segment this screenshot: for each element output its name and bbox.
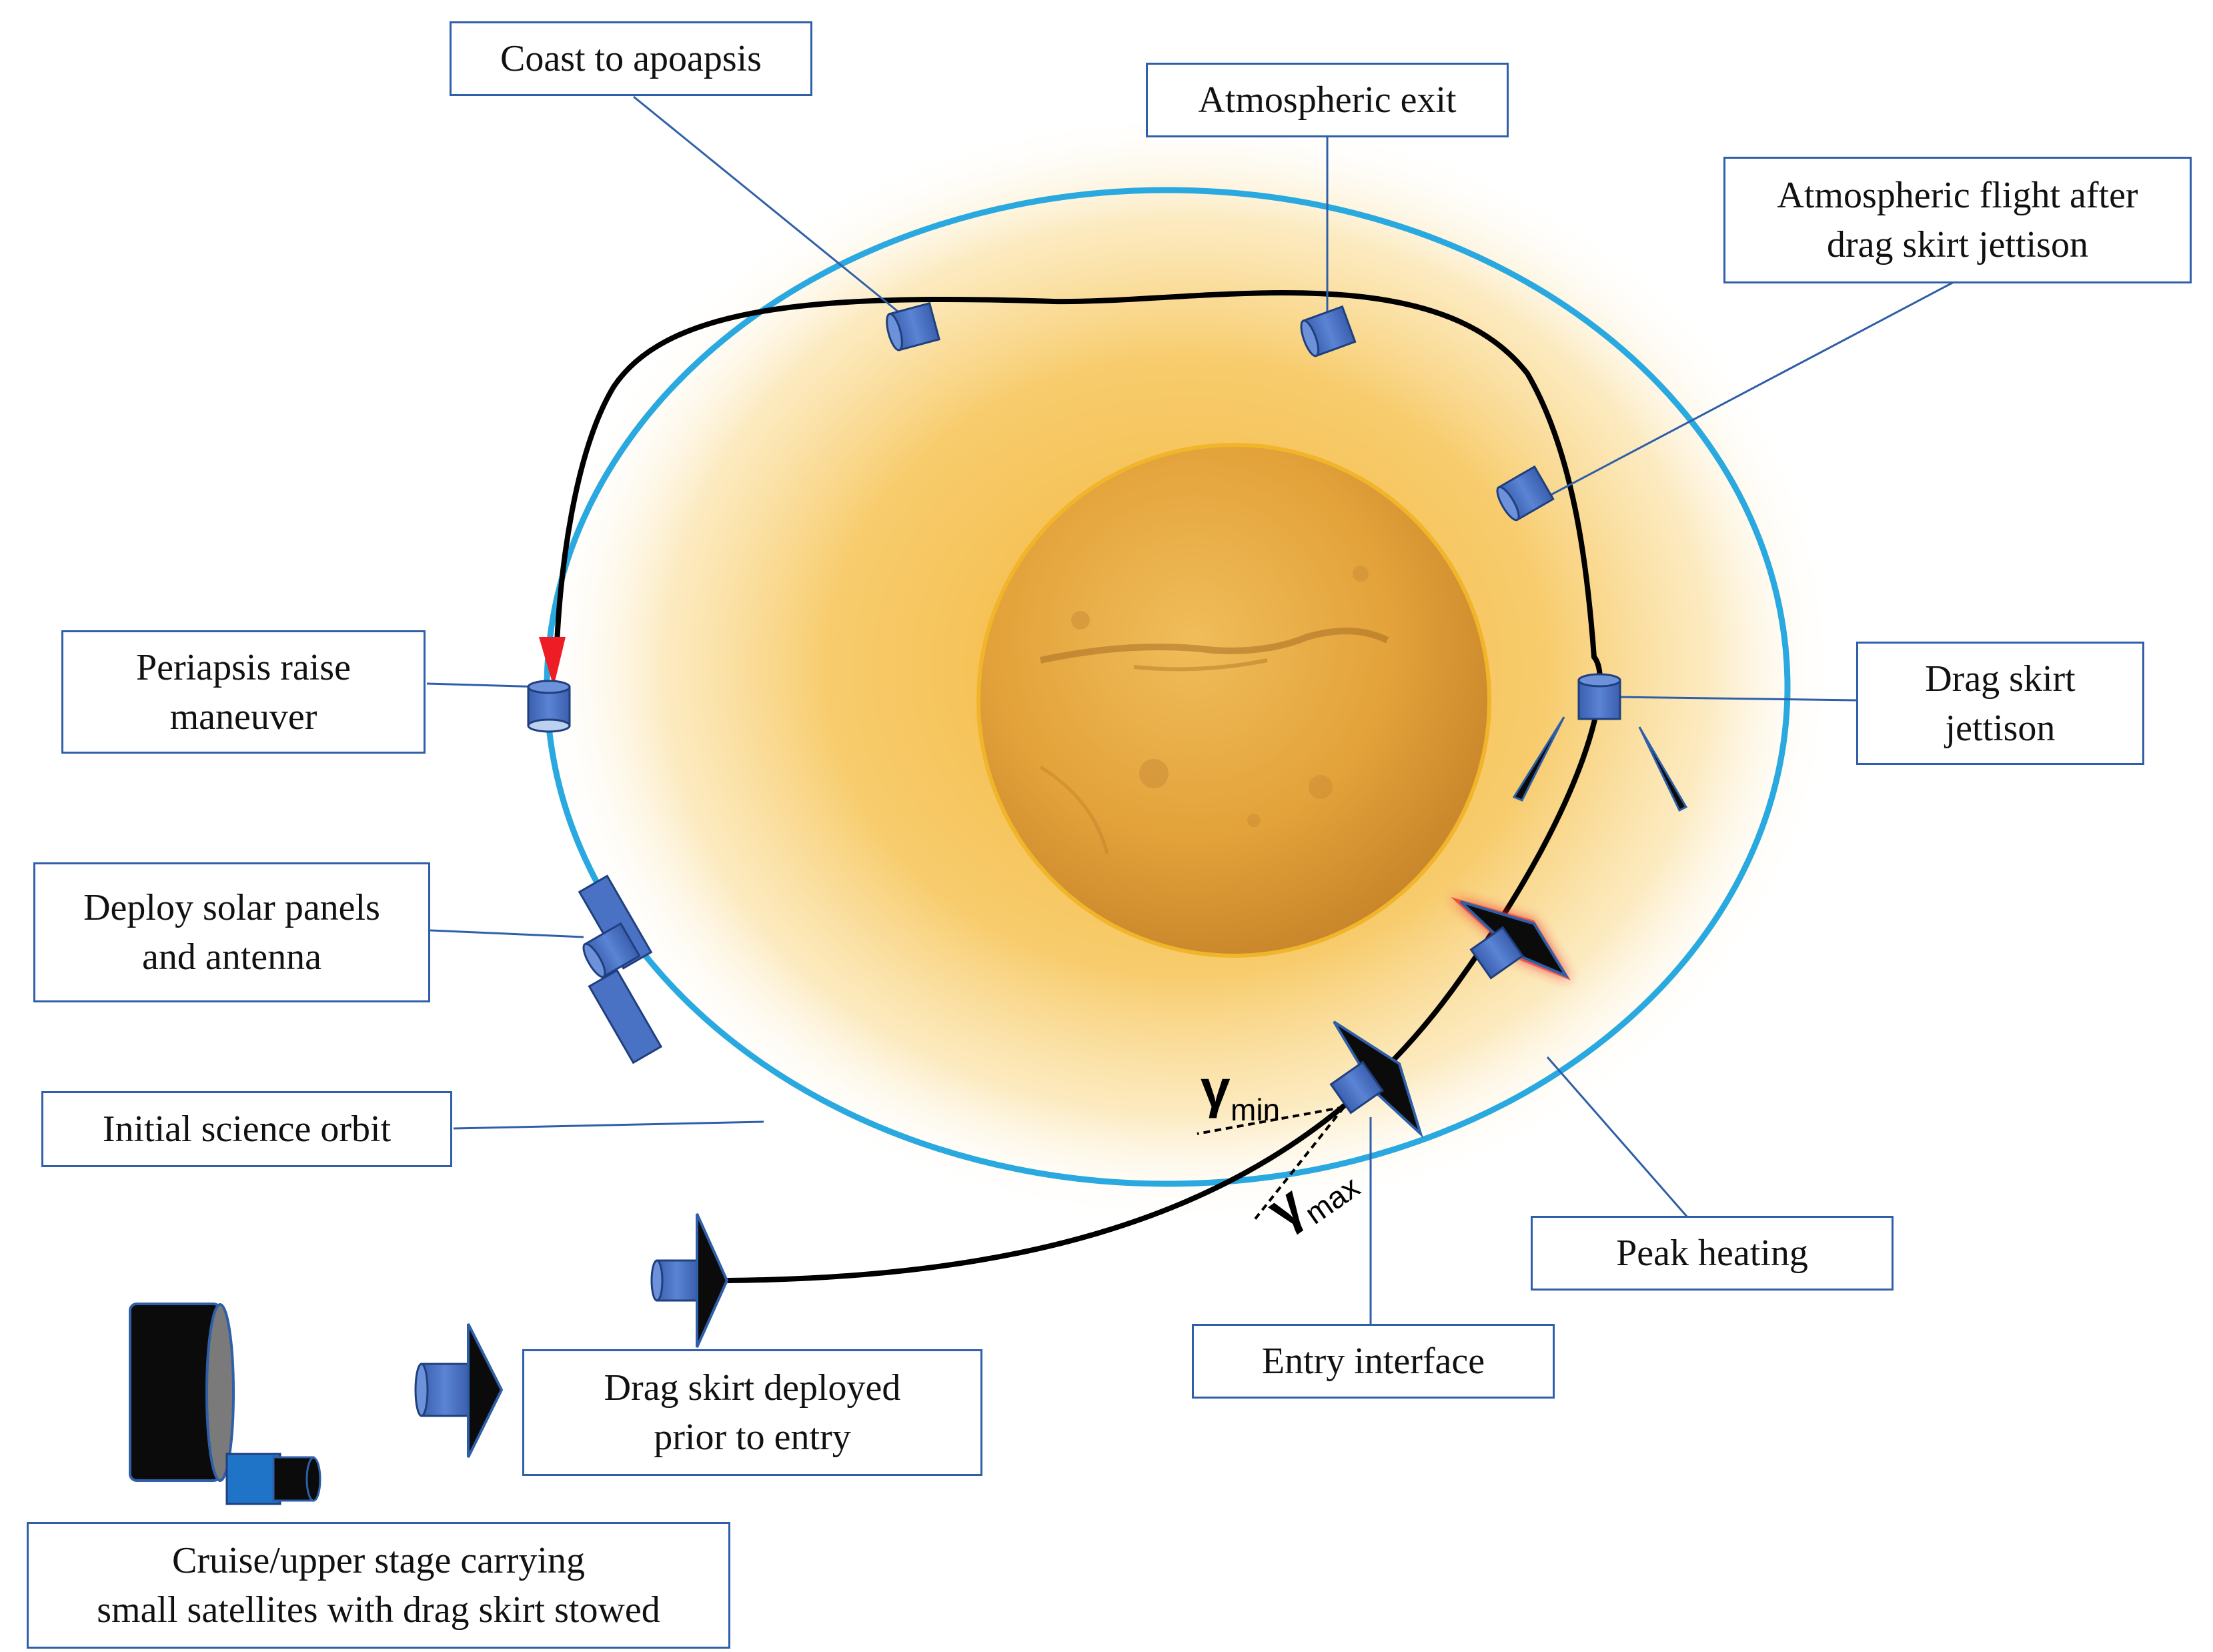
drag-skirt-icon <box>467 1323 504 1458</box>
label-deploy-solar-panels: Deploy solar panels and antenna <box>33 862 430 1002</box>
label-drag-skirt-deployed: Drag skirt deployed prior to entry <box>522 1349 982 1476</box>
label-drag-skirt-jettison: Drag skirt jettison <box>1856 642 2144 765</box>
drag-skirt-icon <box>1638 726 1688 812</box>
label-periapsis-raise: Periapsis raise maneuver <box>61 630 426 754</box>
connector-peak-heating <box>1546 1056 1689 1218</box>
aerocapture-trajectory <box>554 290 1603 1283</box>
spacecraft-icon <box>1300 305 1357 357</box>
label-coast-to-apoapsis: Coast to apoapsis <box>450 21 812 96</box>
label-atm-flight-after-jettison: Atmospheric flight after drag skirt jett… <box>1723 157 2192 283</box>
connector-lines <box>426 95 1958 1324</box>
spacecraft-icon <box>1329 1020 1424 1138</box>
cruise-stage-icon <box>129 1303 321 1505</box>
connector-atm-flight-after <box>1540 279 1958 502</box>
gamma-max-line <box>1253 1106 1345 1222</box>
spacecraft-icon <box>1496 465 1555 522</box>
spacecraft-icon <box>1451 897 1571 980</box>
spacecraft-icon <box>527 680 571 733</box>
label-cruise-upper-stage: Cruise/upper stage carrying small satell… <box>27 1522 730 1649</box>
gamma-min-label: γ min <box>1201 1059 1280 1127</box>
connector-periapsis-raise <box>426 682 544 688</box>
label-entry-interface: Entry interface <box>1192 1324 1555 1399</box>
connector-drag-skirt-jettison <box>1613 696 1857 702</box>
thruster-plume-icon <box>539 637 566 687</box>
drag-skirt-icon <box>696 1213 729 1348</box>
spacecraft-icon <box>650 1213 729 1348</box>
connector-deploy-solar <box>430 929 584 938</box>
spacecraft-icon <box>414 1323 504 1458</box>
spacecraft-icon <box>1577 673 1621 720</box>
label-atmospheric-exit: Atmospheric exit <box>1146 63 1509 137</box>
spacecraft-icon <box>886 301 940 351</box>
drag-skirt-icon <box>1512 716 1565 802</box>
gamma-min-symbol: γ <box>1201 1059 1231 1118</box>
gamma-min-subscript: min <box>1231 1092 1280 1127</box>
mars-planet <box>976 443 1491 958</box>
label-peak-heating: Peak heating <box>1531 1216 1894 1291</box>
solar-panel-icon <box>578 874 663 1064</box>
label-initial-science-orbit: Initial science orbit <box>41 1091 452 1167</box>
connector-initial-orbit <box>453 1120 764 1130</box>
gamma-min-line <box>1197 1106 1345 1135</box>
connector-coast <box>633 95 901 315</box>
